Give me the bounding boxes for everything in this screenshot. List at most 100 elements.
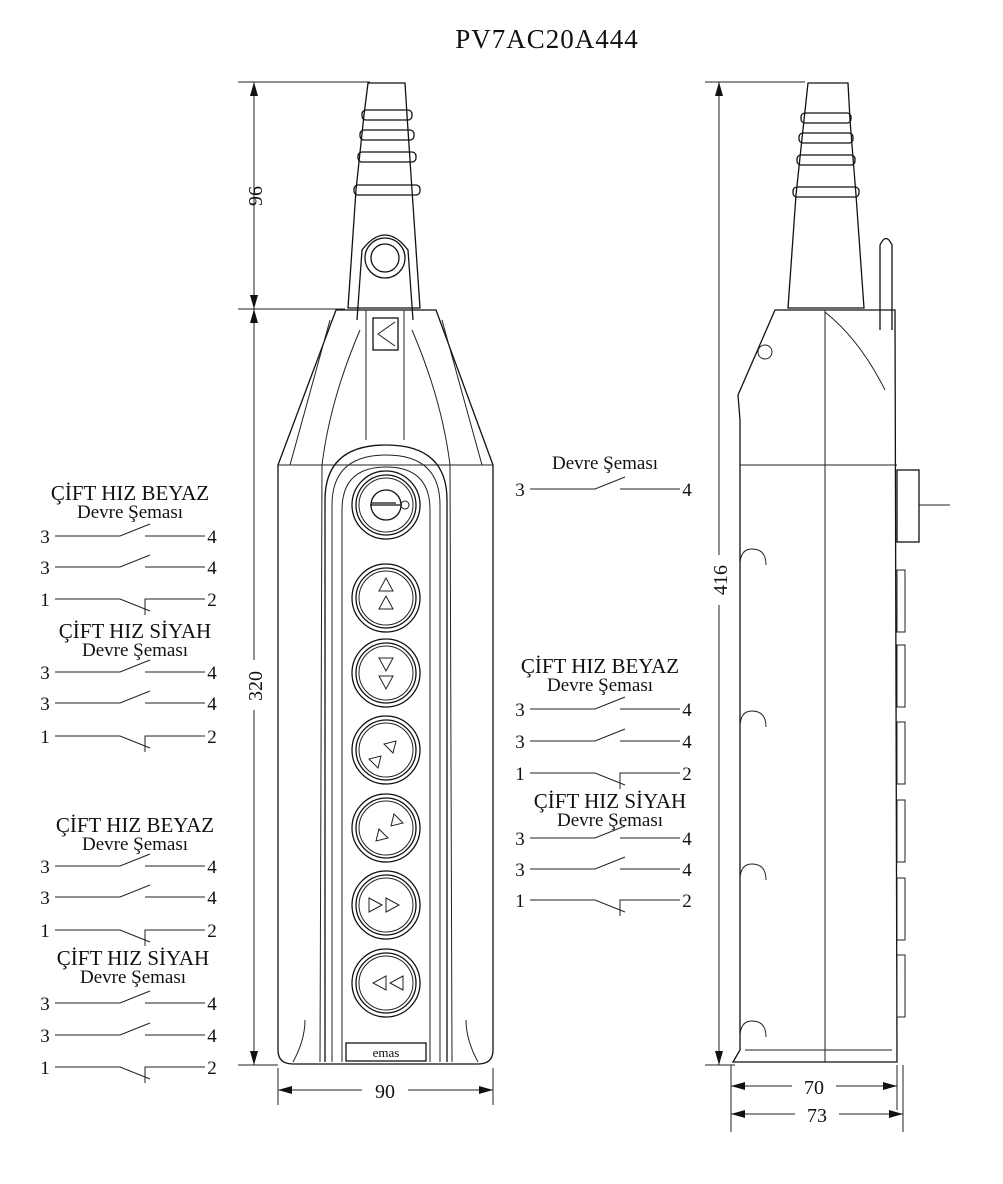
button-ring [355, 719, 417, 781]
side-screw [739, 1020, 767, 1038]
circuit-group-heading: ÇİFT HIZ BEYAZ [56, 813, 214, 837]
terminal-label: 3 [515, 829, 525, 850]
key-tab [400, 500, 410, 510]
button-ring [351, 715, 421, 785]
normally-closed-contact [55, 598, 205, 615]
terminal-label: 1 [515, 764, 525, 785]
cable-gland [347, 82, 421, 321]
terminal-label: 3 [515, 480, 525, 501]
pushbutton [351, 563, 421, 633]
circuit-group-heading: ÇİFT HIZ BEYAZ [51, 481, 209, 505]
terminal-label: 3 [40, 558, 50, 579]
button-ring [351, 870, 421, 940]
terminal-label: 3 [515, 732, 525, 753]
circuit-heading: Devre Şeması [552, 453, 658, 474]
pushbutton [351, 870, 421, 940]
front-view: emas [277, 82, 494, 1065]
terminal-label: 1 [40, 921, 50, 942]
normally-closed-contact [55, 929, 205, 946]
pushbutton [351, 793, 421, 863]
terminal-label: 3 [40, 888, 50, 909]
terminal-label: 4 [682, 700, 692, 721]
terminal-label: 2 [682, 891, 692, 912]
terminal-label: 1 [40, 1058, 50, 1079]
terminal-label: 4 [207, 857, 217, 878]
side-button [896, 877, 906, 941]
normally-open-contact [55, 1022, 205, 1036]
button-face [358, 645, 414, 701]
side-button [896, 569, 906, 633]
side-button [896, 721, 906, 785]
circuit-group-subheading: Devre Şeması [80, 967, 186, 988]
side-screw [739, 710, 767, 728]
button-ring [351, 563, 421, 633]
circuit-group-subheading: Devre Şeması [557, 810, 663, 831]
diagonal-up-left-arrows-icon [375, 813, 404, 842]
terminal-label: 4 [207, 558, 217, 579]
normally-open-contact [55, 554, 205, 568]
side-button [896, 799, 906, 863]
pushbutton [351, 948, 421, 1018]
up-arrows-icon [378, 576, 394, 610]
left-arrows-icon [371, 975, 404, 991]
terminal-label: 3 [40, 694, 50, 715]
terminal-label: 4 [207, 527, 217, 548]
circuit-group-heading: ÇİFT HIZ SİYAH [534, 789, 686, 813]
normally-open-contact [530, 856, 680, 870]
button-ring [355, 642, 417, 704]
normally-closed-contact [55, 735, 205, 752]
right-arrows-icon [368, 897, 401, 913]
dimensions: 96 320 90 416 70 73 [238, 81, 904, 1132]
dim-depth-body: 70 [804, 1077, 824, 1099]
terminal-label: 2 [682, 764, 692, 785]
side-button [896, 954, 906, 1018]
side-button [896, 644, 906, 708]
button-face [358, 570, 414, 626]
down-arrows-icon [378, 657, 394, 691]
side-screw [739, 548, 767, 566]
terminal-label: 4 [207, 663, 217, 684]
normally-open-contact [55, 884, 205, 898]
dim-cable-height: 96 [245, 186, 267, 206]
terminal-label: 4 [682, 480, 692, 501]
button-face [358, 955, 414, 1011]
normally-open-contact [55, 523, 205, 537]
terminal-label: 2 [207, 921, 217, 942]
button-ring [355, 567, 417, 629]
dim-width: 90 [375, 1081, 395, 1103]
circuit-group-subheading: Devre Şeması [82, 640, 188, 661]
normally-open-contact [530, 728, 680, 742]
terminal-label: 3 [515, 700, 525, 721]
terminal-label: 4 [207, 888, 217, 909]
dim-total-height: 416 [710, 565, 732, 595]
normally-open-contact [55, 990, 205, 1004]
terminal-label: 4 [682, 732, 692, 753]
terminal-label: 4 [682, 829, 692, 850]
circuit-group-subheading: Devre Şeması [82, 834, 188, 855]
circuit-group-heading: ÇİFT HIZ SİYAH [59, 619, 211, 643]
button-ring [351, 470, 421, 540]
button-ring [351, 948, 421, 1018]
dim-depth-total: 73 [807, 1105, 827, 1127]
terminal-label: 4 [207, 1026, 217, 1047]
normally-open-contact [530, 825, 680, 839]
brand-logo: emas [373, 1045, 400, 1060]
terminal-label: 4 [207, 994, 217, 1015]
